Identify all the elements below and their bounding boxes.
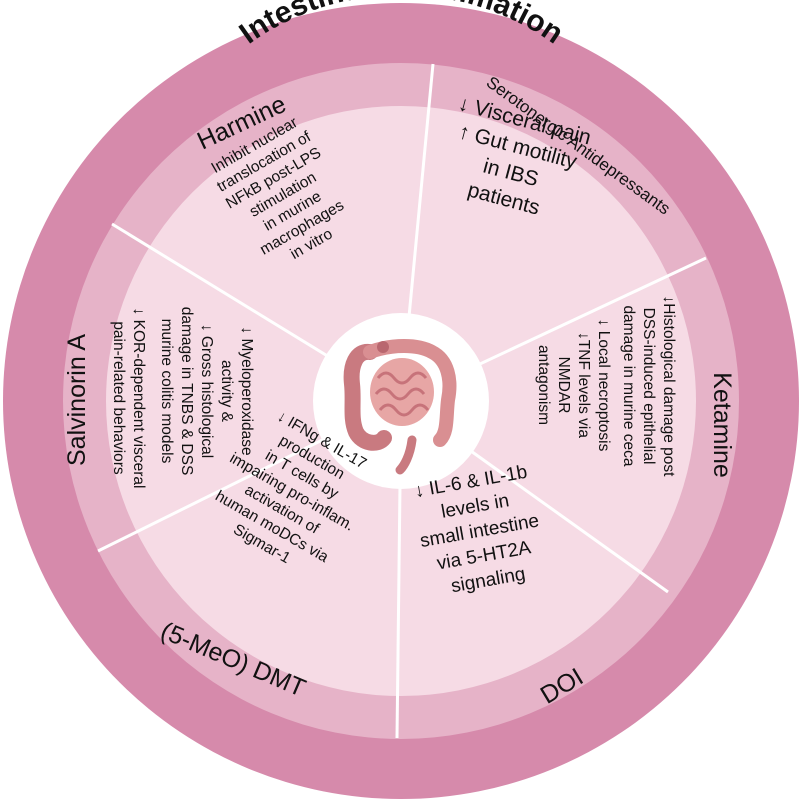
effect-line: ↓ Myeloperoxidase <box>238 326 255 455</box>
intestine-icon <box>343 339 457 475</box>
segment-name-ketamine: Ketamine <box>708 372 736 478</box>
salvinorin-effect-inner-text: ↓ Myeloperoxidaseactivity &↓ Gross histo… <box>158 307 255 476</box>
effect-line: damage in murine ceca <box>620 305 637 466</box>
effect-line: damage in TNBS & DSS <box>178 307 195 476</box>
effect-line: ↓ Gross histological <box>198 324 215 458</box>
effect-line: activity & <box>218 360 235 423</box>
effect-line: pain-related behaviors <box>110 321 127 475</box>
salvinorin-effect-outer-text: ↓ KOR-dependent visceralpain-related beh… <box>110 308 147 489</box>
effect-line: ↓TNF levels via <box>575 332 592 438</box>
segment-name-salvinorin: Salvinorin A <box>63 334 91 466</box>
effect-line: ↓Histological damage post <box>660 296 677 478</box>
effect-line: antagonism <box>535 345 552 425</box>
effect-line: murine colitis models <box>158 319 175 464</box>
ketamine-effect-outer-text: ↓Histological damage postDSS-induced epi… <box>620 296 677 478</box>
effect-line: ↓ KOR-dependent visceral <box>130 308 147 489</box>
ketamine-effect-inner-text: ↓ Local necroptosis↓TNF levels viaNMDARa… <box>535 319 612 452</box>
harmine-effect-text: Inhibit nucleartranslocation ofNFkB post… <box>204 111 362 278</box>
effect-line: ↓ Local necroptosis <box>595 319 612 452</box>
effect-line: NMDAR <box>555 357 572 414</box>
effect-line: DSS-induced epithelial <box>640 308 657 465</box>
